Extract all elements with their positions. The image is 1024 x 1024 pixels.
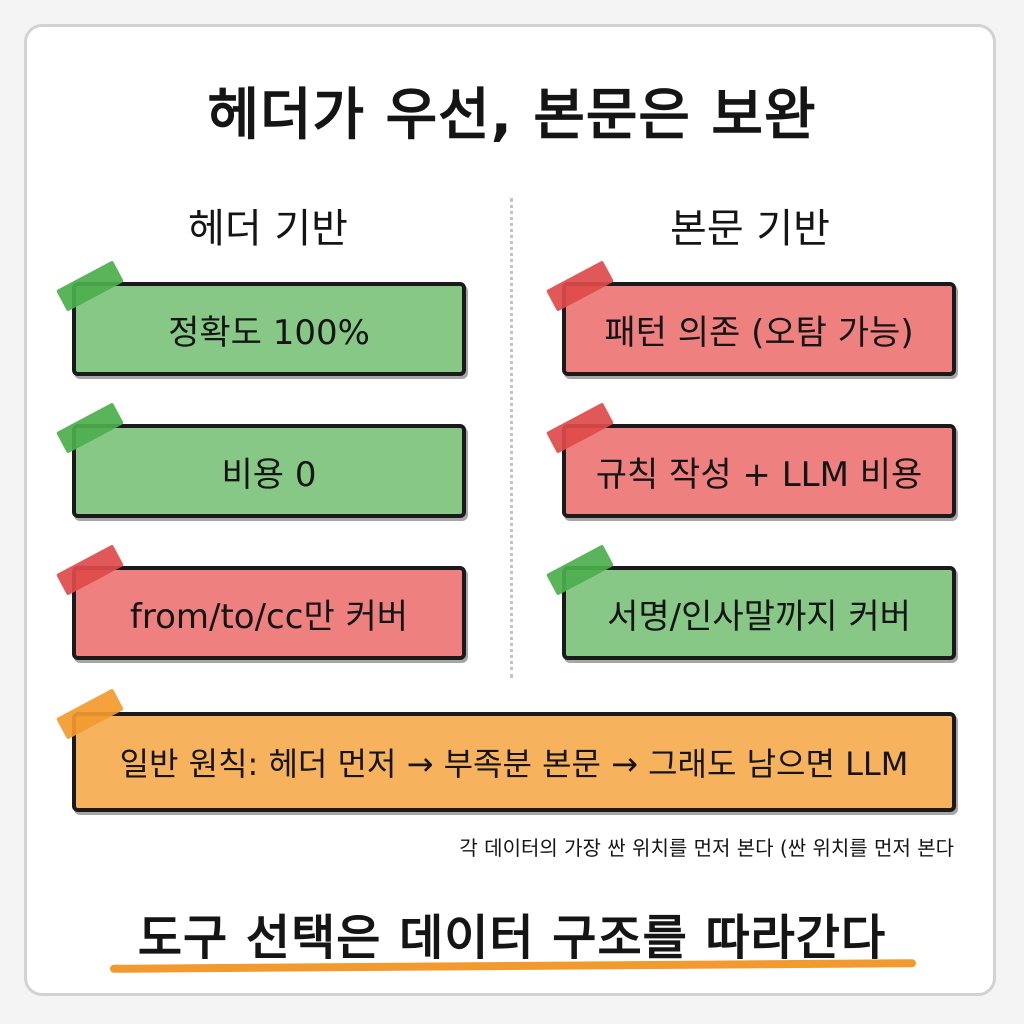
- body-based-heading: 본문 기반: [670, 206, 830, 252]
- body-item-rules-cost: 규칙 작성 + LLM 비용: [562, 424, 956, 518]
- conclusion-text: 도구 선택은 데이터 구조를 따라간다: [137, 910, 887, 966]
- header-based-heading: 헤더 기반: [188, 206, 348, 252]
- header-item-accuracy: 정확도 100%: [72, 282, 466, 376]
- header-item-coverage: from/to/cc만 커버: [72, 566, 466, 660]
- body-item-coverage: 서명/인사말까지 커버: [562, 566, 956, 660]
- column-divider: [510, 198, 513, 678]
- body-item-pattern: 패턴 의존 (오탐 가능): [562, 282, 956, 376]
- footnote: 각 데이터의 가장 싼 위치를 먼저 본다 (싼 위치를 먼저 본다: [459, 836, 954, 860]
- page-title: 헤더가 우선, 본문은 보완: [207, 83, 817, 148]
- general-principle-box: 일반 원칙: 헤더 먼저 → 부족분 본문 → 그래도 남으면 LLM: [72, 712, 956, 812]
- header-item-cost: 비용 0: [72, 424, 466, 518]
